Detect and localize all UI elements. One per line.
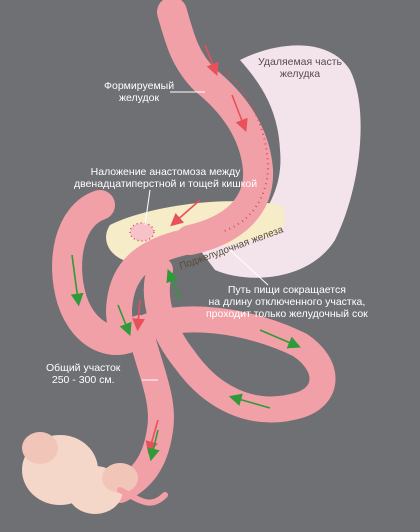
arrow-red-5 — [145, 419, 159, 455]
label-food-path: Путь пищи сокращается на длину отключенн… — [206, 284, 368, 320]
arrow-green-1 — [70, 254, 84, 307]
arrow-green-6 — [147, 429, 160, 462]
label-anastomosis: Наложение анастомоза между двенадцатипер… — [74, 166, 258, 190]
leader-anastomosis — [144, 189, 151, 226]
anastomosis-ring — [129, 222, 155, 242]
arrow-green-5 — [228, 393, 271, 409]
removed-stomach-shape — [200, 45, 361, 278]
arrow-green-4 — [259, 329, 301, 349]
colon-shape — [22, 432, 168, 514]
arrow-red-3 — [170, 199, 201, 227]
arrow-red-2 — [231, 94, 248, 132]
arrow-red-1 — [204, 44, 219, 76]
common-channel — [107, 317, 174, 503]
label-removed-stomach: Удаляемая часть желудка — [258, 56, 342, 80]
arrow-green-3 — [166, 269, 181, 301]
label-formed-stomach: Формируемый желудок — [104, 80, 175, 104]
arrow-green-2 — [117, 304, 132, 336]
intestinal-loop — [127, 257, 336, 423]
arrow-red-4 — [132, 299, 145, 332]
leader-food-path — [229, 249, 269, 286]
label-common-segment: Общий участок 250 - 300 см. — [46, 362, 121, 386]
